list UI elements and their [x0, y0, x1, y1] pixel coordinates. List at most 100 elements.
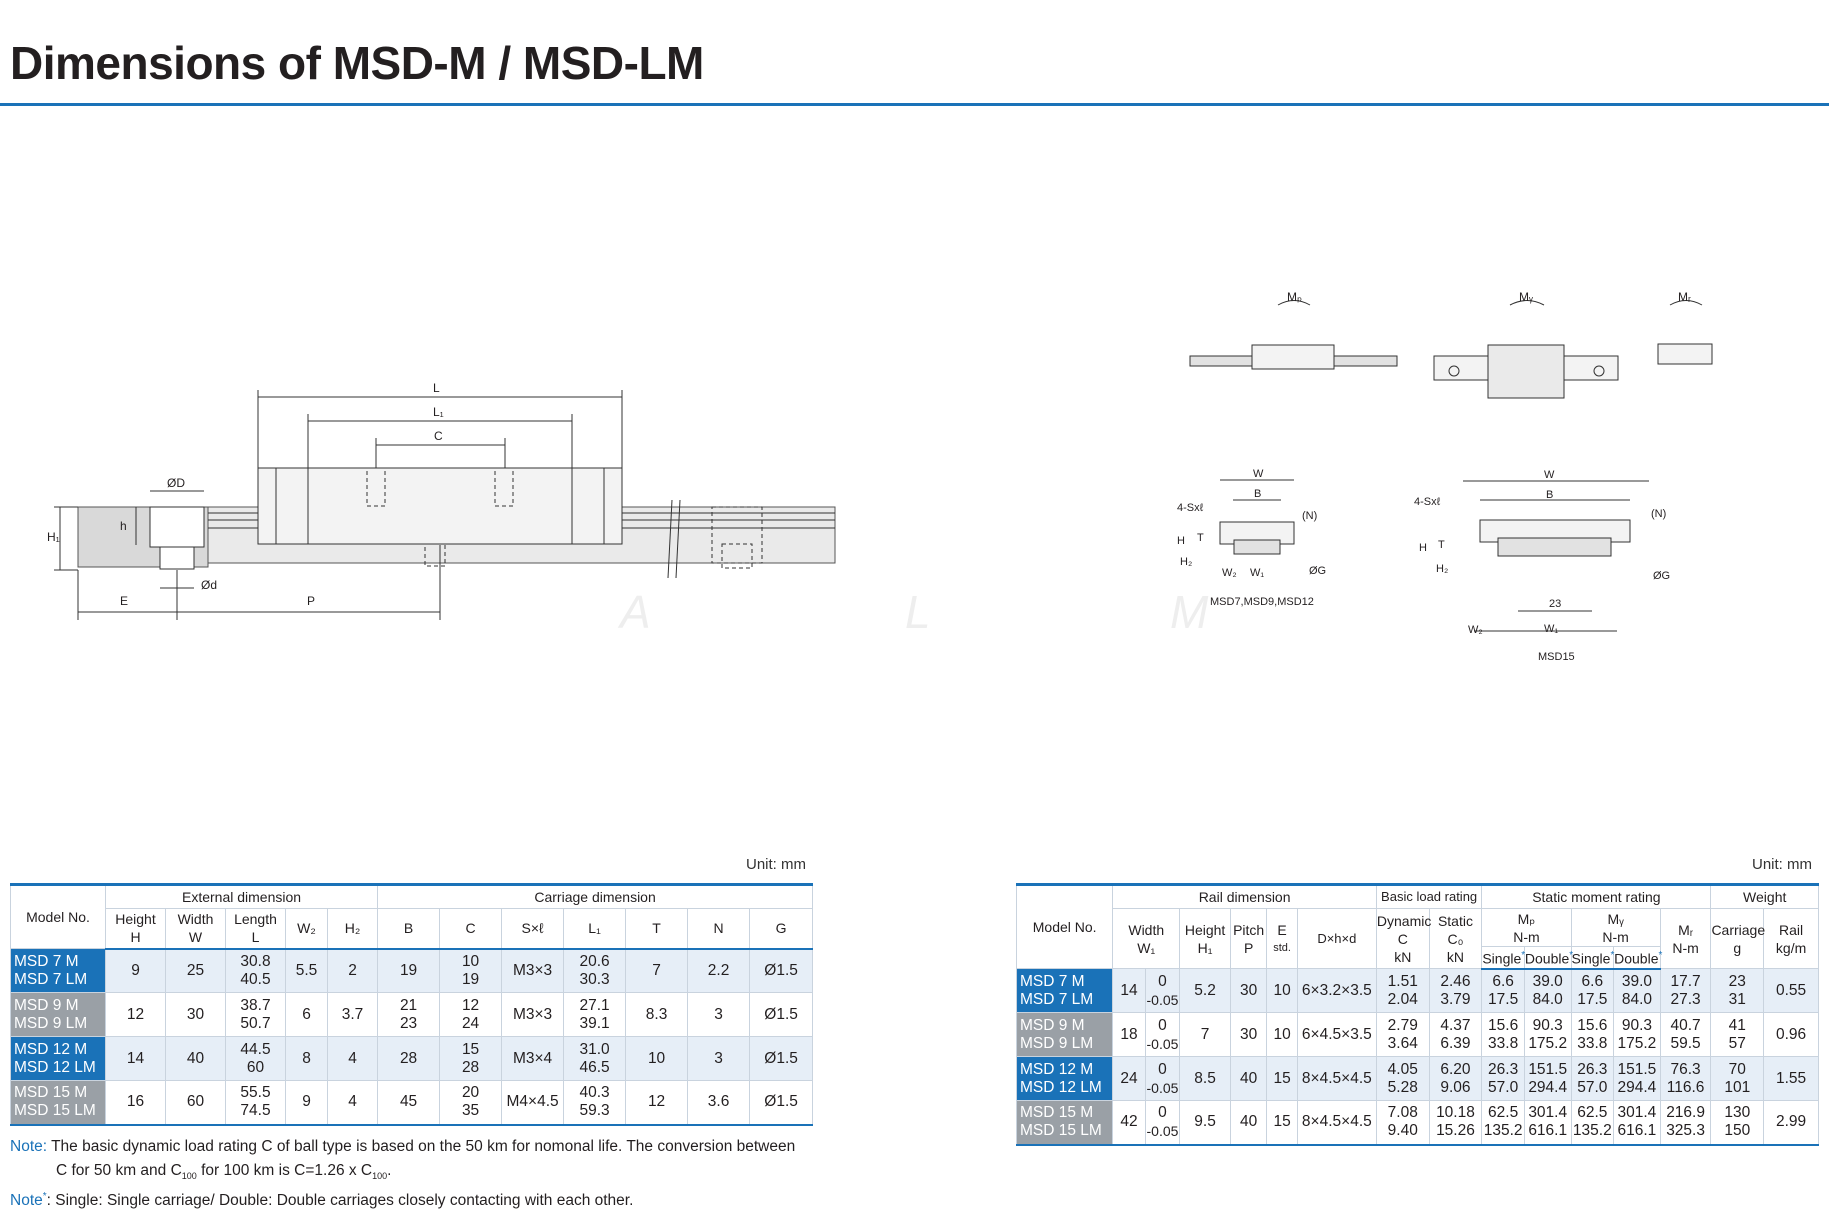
w1-label-small: W₁ — [1250, 567, 1264, 579]
col-t-header: T — [625, 908, 689, 950]
watermark-a: A — [620, 586, 651, 638]
col-n-header: N — [687, 908, 751, 950]
cell: 30 — [1229, 968, 1268, 1014]
rail-dimension-header: Rail dimension — [1112, 883, 1377, 909]
cell: 8 — [285, 1036, 328, 1081]
cell: Ø1.5 — [749, 1036, 814, 1081]
cell: 3.7 — [326, 992, 379, 1037]
cell: 5.2 — [1179, 968, 1231, 1014]
cell: 16 — [105, 1080, 166, 1126]
cell: 12 — [625, 1080, 689, 1126]
note2-label: Note — [10, 1192, 43, 1210]
h-label-large: H — [1419, 542, 1427, 554]
cell: 15 — [1266, 1056, 1298, 1102]
cell: 4 — [326, 1080, 379, 1126]
w-label-large: W — [1544, 469, 1555, 481]
mp-label: Mₚ — [1287, 290, 1302, 304]
h2-label-small: H₂ — [1180, 556, 1192, 568]
cell: 0-0.05 — [1144, 1056, 1181, 1102]
cell: 3.6 — [687, 1080, 751, 1126]
cell: 7 — [1179, 1012, 1231, 1058]
cell: 9 — [105, 948, 166, 993]
my-label: Mᵧ — [1519, 290, 1533, 304]
cell: 1.55 — [1763, 1056, 1819, 1102]
note-text-line2c: . — [387, 1162, 392, 1179]
w2-label-large: W₂ — [1468, 624, 1483, 636]
cell: 7 — [625, 948, 689, 993]
n-label-large: (N) — [1651, 508, 1666, 520]
cell: 19 — [377, 948, 441, 993]
b-label-large: B — [1546, 489, 1553, 501]
cell: 9 — [285, 1080, 328, 1126]
cell: 8×4.5×4.5 — [1296, 1056, 1377, 1102]
cell: 8.3 — [625, 992, 689, 1037]
cell: 0.55 — [1763, 968, 1819, 1014]
sxl-label-small: 4-Sxℓ — [1177, 502, 1204, 514]
cell: M3×4 — [501, 1036, 565, 1081]
dim-e-label: E — [120, 594, 128, 608]
sxl-label-large: 4-Sxℓ — [1414, 496, 1441, 508]
col-c-header: C — [439, 908, 503, 950]
title-rule — [0, 103, 1829, 106]
col-g-header: G — [749, 908, 814, 950]
col-l1-header: L₁ — [563, 908, 627, 950]
col-w2-header: W₂ — [285, 908, 328, 950]
w1-label-large: W₁ — [1544, 623, 1558, 635]
side-view-drawing: L L₁ C ØD H₁ h Ød E P — [47, 381, 836, 620]
cell: 40 — [1229, 1056, 1268, 1102]
cell: Ø1.5 — [749, 1080, 814, 1126]
n-label-small: (N) — [1302, 510, 1317, 522]
caption-large: MSD15 — [1538, 651, 1575, 663]
cell: 40 — [165, 1036, 226, 1081]
basic-load-rating-header: Basic load rating — [1375, 883, 1483, 909]
moment-diagrams: Mₚ Mᵧ Mᵣ — [1189, 290, 1713, 399]
weight-header: Weight — [1710, 883, 1819, 909]
model-header-right: Model No. — [1015, 882, 1114, 970]
cell: 9.5 — [1179, 1100, 1231, 1146]
cell: M3×3 — [501, 948, 565, 993]
cell: 6×4.5×3.5 — [1296, 1012, 1377, 1058]
cross-section-drawings: W B (N) 4-Sxℓ H T H₂ W₂ W₁ ØG MSD7,MSD9,… — [1177, 468, 1670, 663]
external-dimension-header: External dimension — [104, 883, 379, 909]
cell: M3×3 — [501, 992, 565, 1037]
cell: 10 — [1266, 1012, 1298, 1058]
cell: 45 — [377, 1080, 441, 1126]
note-sub-100a: 100 — [181, 1171, 197, 1182]
watermark-l: L — [905, 586, 931, 638]
cell: 2.2 — [687, 948, 751, 993]
cell: 3 — [687, 1036, 751, 1081]
t-label-large: T — [1438, 539, 1445, 551]
cell: 42 — [1112, 1100, 1146, 1146]
b-label-small: B — [1254, 488, 1261, 500]
model-header: Model No. — [10, 883, 106, 949]
dim-od-small-label: Ød — [201, 578, 217, 592]
cell: 30 — [1229, 1012, 1268, 1058]
